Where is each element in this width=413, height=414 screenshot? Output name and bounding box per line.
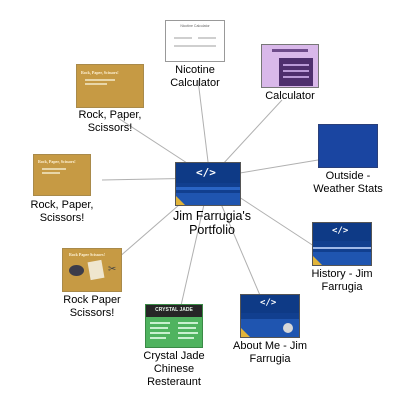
thumb-title: Rock, Paper, Scissors! (81, 70, 119, 75)
node-rock-paper-scissors-3[interactable]: Rock Paper Scissors! ✂ Rock Paper Scisso… (52, 248, 148, 320)
thumb-header (241, 295, 299, 313)
thumb-line (85, 83, 107, 85)
node-label: About Me - Jim Farrugia (233, 340, 307, 365)
thumbnail-weather-stats (318, 124, 378, 168)
thumb-band (313, 247, 371, 249)
node-label: Rock, Paper, Scissors! (30, 199, 94, 224)
thumb-band (313, 252, 371, 265)
node-weather-stats[interactable]: Outside - Weather Stats (306, 124, 396, 196)
code-logo-icon: </> (260, 298, 277, 308)
thumbnail-history: </> (312, 222, 372, 266)
thumb-panel (279, 58, 313, 86)
node-about-me[interactable]: </> About Me - Jim Farrugia (228, 294, 324, 366)
thumb-line (150, 327, 168, 329)
scissors-icon: ✂ (108, 264, 117, 275)
thumb-line (178, 327, 196, 329)
node-calculator[interactable]: Calculator (250, 44, 330, 104)
thumbnail-about-me: </> (240, 294, 300, 338)
thumb-accent (241, 328, 250, 337)
rock-icon (69, 265, 84, 276)
thumb-title: Rock Paper Scissors! (69, 252, 105, 257)
thumbnail-crystal-jade: CRYSTAL JADE (145, 304, 203, 348)
center-node-label: Jim Farrugia's Portfolio (172, 209, 252, 237)
thumb-band (176, 187, 240, 190)
node-history[interactable]: </> History - Jim Farrugia (300, 222, 392, 298)
node-crystal-jade[interactable]: CRYSTAL JADE Crystal Jade Chinese Rester… (130, 304, 226, 390)
thumbnail-portfolio: </> (175, 162, 241, 206)
node-label: Rock Paper Scissors! (63, 294, 121, 319)
node-label: Nicotine Calculator (170, 64, 220, 89)
thumb-line (85, 79, 115, 81)
code-logo-icon: </> (332, 226, 349, 236)
thumb-title: CRYSTAL JADE (155, 307, 193, 313)
thumb-line (198, 37, 216, 39)
thumb-header (313, 223, 371, 241)
thumb-title: Nicotine Calculator (180, 24, 210, 28)
thumbnail-rock-paper-scissors-2: Rock, Paper, Scissors! (33, 154, 91, 196)
thumb-line (42, 172, 60, 174)
thumb-accent (176, 196, 185, 205)
thumbnail-rock-paper-scissors-1: Rock, Paper, Scissors! (76, 64, 144, 108)
thumb-header (272, 49, 308, 52)
node-label: Outside - Weather Stats (313, 170, 383, 195)
thumb-line (174, 37, 192, 39)
node-portfolio-center[interactable]: </> Jim Farrugia's Portfolio (160, 162, 264, 242)
thumb-line (150, 332, 170, 334)
thumb-line (42, 168, 66, 170)
node-label: Calculator (265, 90, 315, 102)
thumb-line (178, 332, 198, 334)
avatar (283, 323, 293, 333)
code-logo-icon: </> (196, 166, 216, 179)
thumb-line (178, 322, 198, 324)
node-nicotine-calculator[interactable]: Nicotine Calculator Nicotine Calculator (160, 20, 230, 92)
edge-nicotine (197, 79, 211, 179)
node-rock-paper-scissors-1[interactable]: Rock, Paper, Scissors! Rock, Paper, Scis… (60, 64, 160, 140)
thumb-line (150, 322, 170, 324)
thumbnail-nicotine-calculator: Nicotine Calculator (165, 20, 225, 62)
thumb-header (176, 163, 240, 183)
node-label: History - Jim Farrugia (311, 268, 373, 293)
node-label: Rock, Paper, Scissors! (78, 109, 142, 134)
thumb-band (176, 193, 240, 205)
thumbnail-calculator (261, 44, 319, 88)
thumb-line (150, 337, 166, 339)
thumb-title: Rock, Paper, Scissors! (38, 159, 76, 164)
thumb-header: CRYSTAL JADE (146, 305, 202, 317)
node-rock-paper-scissors-2[interactable]: Rock, Paper, Scissors! Rock, Paper, Scis… (22, 154, 102, 226)
paper-icon (87, 259, 105, 281)
thumb-line (174, 45, 216, 47)
thumb-accent (313, 256, 322, 265)
thumb-line (178, 337, 194, 339)
node-label: Crystal Jade Chinese Resteraunt (143, 350, 205, 388)
thumbnail-rock-paper-scissors-3: Rock Paper Scissors! ✂ (62, 248, 122, 292)
